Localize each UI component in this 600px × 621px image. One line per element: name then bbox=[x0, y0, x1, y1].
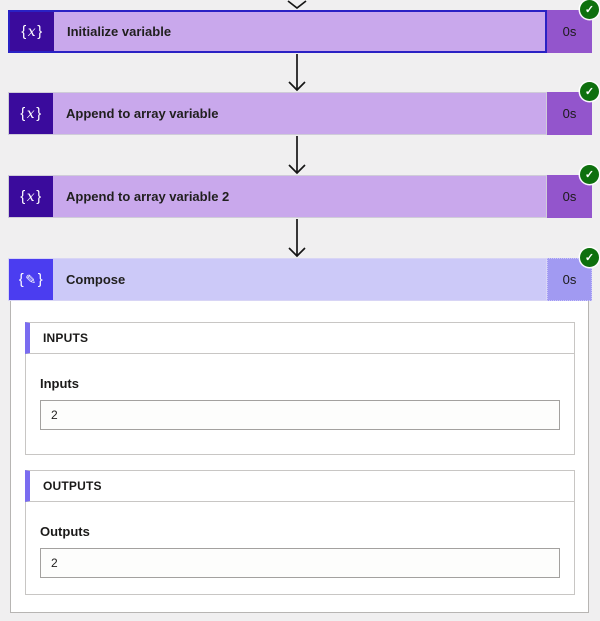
icon-glyph: x bbox=[26, 105, 36, 122]
icon-glyph: x bbox=[26, 188, 36, 205]
action-title: Append to array variable bbox=[66, 106, 219, 121]
action-node-initialize-variable: {x} Initialize variable 0s ✓ bbox=[8, 0, 599, 53]
action-title: Compose bbox=[66, 272, 126, 287]
action-node-append-to-array-variable: {x} Append to array variable 0s ✓ bbox=[8, 82, 599, 135]
icon-brace-right: } bbox=[37, 271, 44, 288]
inputs-section-header: INPUTS bbox=[25, 322, 575, 354]
compose-details-panel: INPUTS Inputs 2 OUTPUTS Outputs 2 bbox=[10, 301, 589, 613]
action-card[interactable]: {x} Initialize variable bbox=[8, 10, 547, 53]
flow-arrow-icon bbox=[285, 219, 309, 258]
status-succeeded-icon: ✓ bbox=[580, 248, 599, 267]
outputs-section-body: Outputs 2 bbox=[25, 502, 575, 595]
flow-arrow-icon bbox=[285, 54, 309, 92]
outputs-field-label: Outputs bbox=[40, 524, 90, 539]
action-card[interactable]: {✎} Compose bbox=[8, 258, 547, 301]
outputs-section-header: OUTPUTS bbox=[25, 470, 575, 502]
status-succeeded-icon: ✓ bbox=[580, 165, 599, 184]
icon-glyph: x bbox=[27, 23, 37, 40]
flow-arrow-icon bbox=[285, 0, 309, 9]
compose-icon: {✎} bbox=[9, 259, 53, 300]
outputs-value-field[interactable]: 2 bbox=[40, 548, 560, 578]
icon-brace-right: } bbox=[36, 105, 42, 122]
variable-icon: {x} bbox=[9, 176, 53, 217]
inputs-field-label: Inputs bbox=[40, 376, 79, 391]
action-card[interactable]: {x} Append to array variable bbox=[8, 92, 547, 135]
icon-brace-left: { bbox=[21, 23, 27, 40]
status-succeeded-icon: ✓ bbox=[580, 82, 599, 101]
inputs-section: INPUTS Inputs 2 bbox=[25, 322, 575, 455]
outputs-section: OUTPUTS Outputs 2 bbox=[25, 470, 575, 595]
inputs-section-body: Inputs 2 bbox=[25, 354, 575, 455]
variable-icon: {x} bbox=[10, 12, 54, 51]
status-succeeded-icon: ✓ bbox=[580, 0, 599, 19]
icon-brace-left: { bbox=[20, 188, 26, 205]
action-title: Initialize variable bbox=[67, 24, 172, 39]
icon-brace-right: } bbox=[37, 23, 43, 40]
icon-brace-left: { bbox=[18, 271, 25, 288]
duration-chip[interactable]: 0s bbox=[547, 92, 592, 135]
icon-brace-right: } bbox=[36, 188, 42, 205]
action-title: Append to array variable 2 bbox=[66, 189, 230, 204]
action-card[interactable]: {x} Append to array variable 2 bbox=[8, 175, 547, 218]
pencil-icon: ✎ bbox=[25, 271, 37, 287]
inputs-value-field[interactable]: 2 bbox=[40, 400, 560, 430]
action-node-compose: {✎} Compose 0s ✓ bbox=[8, 248, 599, 301]
flow-arrow-icon bbox=[285, 136, 309, 175]
icon-brace-left: { bbox=[20, 105, 26, 122]
action-node-append-to-array-variable-2: {x} Append to array variable 2 0s ✓ bbox=[8, 165, 599, 218]
variable-icon: {x} bbox=[9, 93, 53, 134]
